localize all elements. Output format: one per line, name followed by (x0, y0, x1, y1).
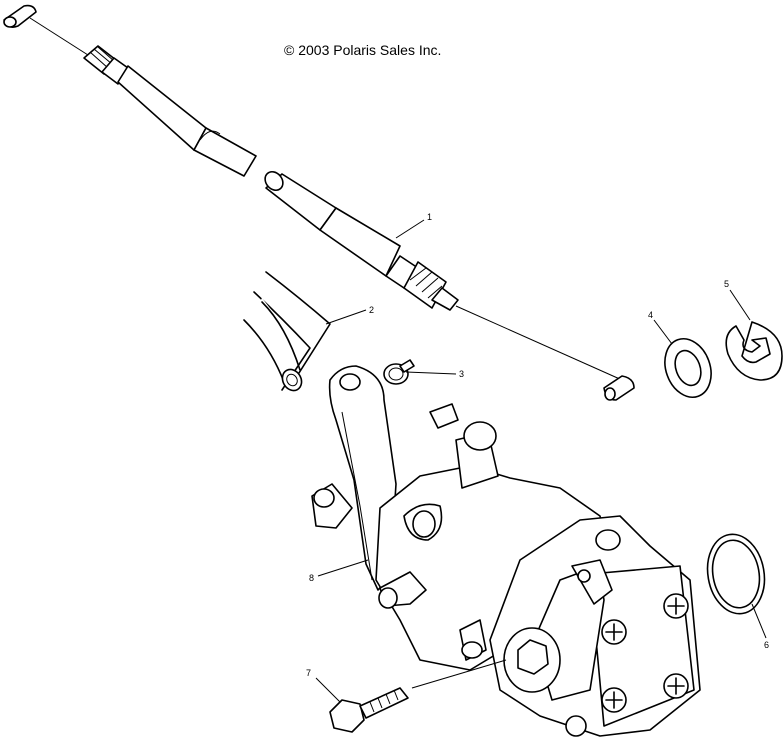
callout-4: 4 (648, 310, 673, 345)
callout-3: 3 (405, 369, 464, 379)
callout-5: 5 (724, 279, 751, 321)
callout-7: 7 (306, 668, 341, 703)
oil-pump-body (311, 403, 611, 671)
o-ring (706, 533, 766, 615)
bolt (329, 687, 409, 733)
callout-number-5: 5 (724, 279, 729, 289)
washer (664, 338, 712, 398)
callout-number-7: 7 (306, 668, 311, 678)
callout-number-4: 4 (648, 310, 653, 320)
cable-lower-segment (264, 170, 635, 401)
callout-1: 1 (395, 212, 432, 239)
cable-upper-segment (3, 4, 257, 177)
cable-end-fitting-upper (3, 4, 37, 28)
callout-number-6: 6 (764, 640, 769, 650)
callout-6: 6 (751, 603, 769, 650)
callout-number-2: 2 (369, 305, 374, 315)
oil-line-hose (243, 271, 331, 392)
pump-cover-plate (489, 515, 701, 737)
cover-screw-4 (663, 673, 689, 699)
cable-housing-upper (117, 65, 207, 151)
hose-clamp (383, 359, 415, 385)
callout-number-1: 1 (427, 212, 432, 222)
copyright-notice: © 2003 Polaris Sales Inc. (284, 42, 442, 58)
cover-screw-3 (601, 687, 627, 713)
cover-screw-1 (601, 619, 627, 645)
cable-adjuster-lower (385, 255, 459, 311)
cable-end-fitting-lower (603, 375, 635, 401)
callout-2: 2 (325, 305, 374, 325)
cover-screw-2 (663, 593, 689, 619)
callout-number-8: 8 (309, 573, 314, 583)
callout-8: 8 (309, 559, 369, 583)
e-clip (725, 321, 783, 381)
callout-number-3: 3 (459, 369, 464, 379)
